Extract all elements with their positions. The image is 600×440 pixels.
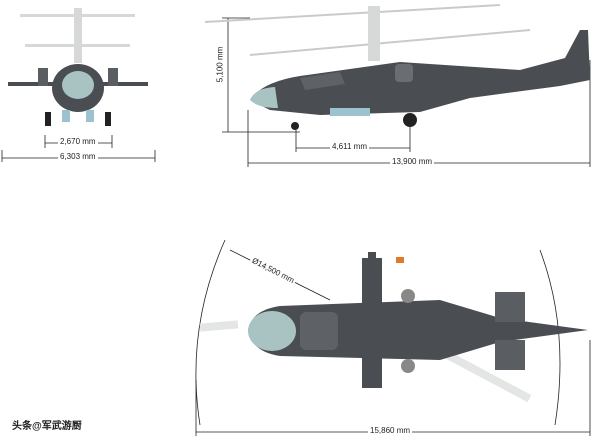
- wheelbase-label: 4,611 mm: [330, 142, 369, 151]
- front-width-label: 6,303 mm: [58, 152, 98, 161]
- overall-length-label: 15,860 mm: [368, 426, 413, 435]
- watermark: 头条@军武游厨: [12, 421, 82, 432]
- front-view: [8, 8, 148, 126]
- gear-track-label: 2,670 mm: [58, 137, 98, 146]
- side-view: [204, 4, 590, 130]
- fuselage-length-label: 13,900 mm: [390, 157, 435, 166]
- height-label: 5,100 mm: [215, 44, 225, 85]
- top-view: [199, 252, 588, 403]
